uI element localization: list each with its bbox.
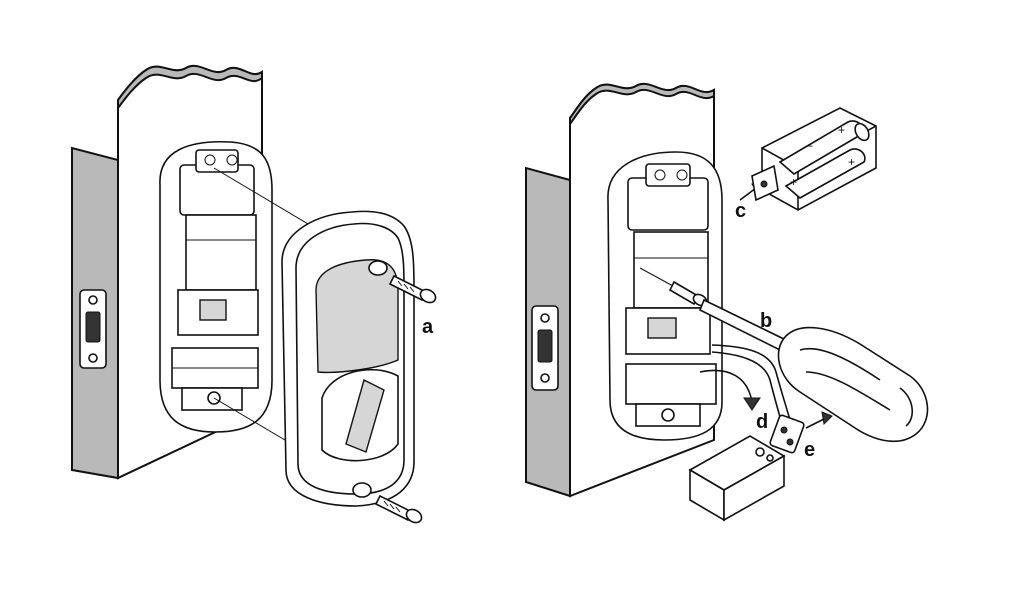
- callout-c: c: [735, 200, 746, 222]
- arrow-e: [805, 411, 833, 429]
- arrow-d: [699, 369, 761, 411]
- svg-text:+: +: [790, 175, 797, 189]
- lock-cover: [281, 210, 415, 507]
- svg-text:+: +: [848, 155, 855, 169]
- interior-mechanism-right: [625, 163, 717, 427]
- callout-e: e: [804, 439, 815, 461]
- latch-plate-left: [79, 289, 107, 369]
- svg-text:−: −: [806, 139, 813, 153]
- nine-volt-battery: [688, 435, 786, 522]
- svg-text:+: +: [838, 123, 845, 137]
- battery-wires: [711, 344, 805, 454]
- aa-battery-pack: − + + +: [751, 107, 877, 211]
- callout-d: d: [756, 411, 768, 433]
- latch-plate-right: [531, 305, 559, 391]
- left-illustration: a: [71, 65, 437, 524]
- callout-b: b: [760, 310, 772, 332]
- screw-bottom-left: [374, 494, 423, 524]
- screwdriver: [698, 298, 929, 443]
- callout-a: a: [422, 316, 434, 338]
- right-illustration: − + + + b c d e: [525, 83, 929, 522]
- interior-mechanism-left: [171, 149, 259, 411]
- screw-top-left: [388, 274, 437, 304]
